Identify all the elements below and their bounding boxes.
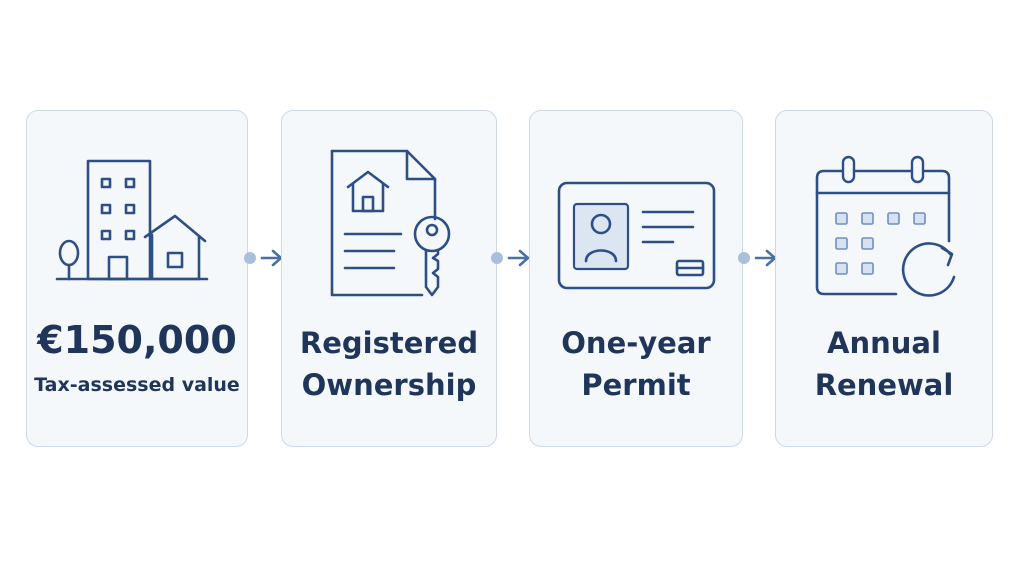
arrow-connector-2 <box>491 249 530 267</box>
step-card-permit: One-year Permit <box>529 110 743 447</box>
property-value: €150,000 <box>37 318 237 362</box>
step-card-value: €150,000 Tax-assessed value <box>26 110 248 447</box>
permit-title-line-2: Permit <box>581 368 691 402</box>
renewal-title-line-2: Renewal <box>814 368 954 402</box>
step-card-ownership: Registered Ownership <box>281 110 497 447</box>
arrow-connector-3 <box>738 249 777 267</box>
arrow-connector-1 <box>244 249 283 267</box>
ownership-title-line-2: Ownership <box>301 368 477 402</box>
property-value-caption: Tax-assessed value <box>34 374 240 396</box>
ownership-title-line-1: Registered <box>299 326 479 360</box>
id-card-icon <box>557 181 716 290</box>
step-card-renewal: Annual Renewal <box>775 110 993 447</box>
calendar-renewal-icon <box>815 155 956 297</box>
permit-title-line-1: One-year <box>561 326 711 360</box>
deed-key-icon <box>330 149 451 297</box>
buildings-icon <box>55 159 209 281</box>
renewal-title-line-1: Annual <box>827 326 941 360</box>
